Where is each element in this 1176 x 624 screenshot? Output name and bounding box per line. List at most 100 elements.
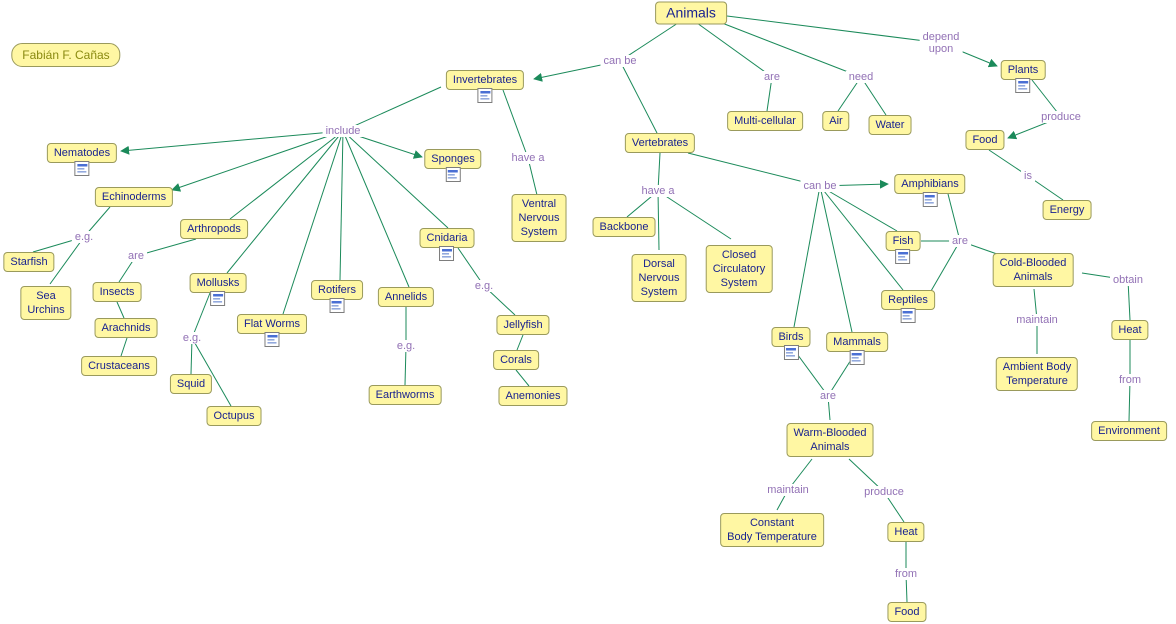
link-label-can-be-0[interactable]: can be bbox=[600, 55, 640, 67]
concept-node-anemonies[interactable]: Anemonies bbox=[498, 386, 568, 406]
concept-node-animals[interactable]: Animals bbox=[655, 1, 727, 25]
concept-node-multi-cellular[interactable]: Multi-cellular bbox=[727, 111, 803, 131]
concept-node-mollusks[interactable]: Mollusks bbox=[189, 273, 247, 306]
connection-line bbox=[515, 369, 530, 387]
resource-link-icon[interactable] bbox=[74, 161, 90, 176]
concept-node-earthworms[interactable]: Earthworms bbox=[368, 385, 442, 405]
concept-node-cnidaria[interactable]: Cnidaria bbox=[419, 228, 475, 261]
concept-node-flat-worms[interactable]: Flat Worms bbox=[236, 314, 308, 347]
node-label: Flat Worms bbox=[243, 318, 301, 330]
node-label: Echinoderms bbox=[101, 191, 167, 203]
concept-node-backbone[interactable]: Backbone bbox=[592, 217, 656, 237]
node-label: Energy bbox=[1049, 204, 1085, 216]
link-label-have-a-7[interactable]: have a bbox=[508, 152, 548, 164]
concept-node-food-bottom[interactable]: Food bbox=[887, 602, 927, 622]
concept-node-echinoderms[interactable]: Echinoderms bbox=[94, 187, 174, 207]
link-label-include-6[interactable]: include bbox=[322, 125, 364, 137]
node-label: Reptiles bbox=[888, 294, 928, 306]
link-label-from-22[interactable]: from bbox=[892, 568, 920, 580]
link-label-is-5[interactable]: is bbox=[1021, 170, 1035, 182]
concept-node-environment[interactable]: Environment bbox=[1091, 421, 1167, 441]
concept-node-constant-body-temperature[interactable]: Constant Body Temperature bbox=[720, 513, 824, 547]
link-label-are-15[interactable]: are bbox=[949, 235, 971, 247]
link-label-have-a-13[interactable]: have a bbox=[638, 185, 678, 197]
concept-node-crustaceans[interactable]: Crustaceans bbox=[81, 356, 157, 376]
concept-node-air[interactable]: Air bbox=[822, 111, 850, 131]
link-label-obtain-16[interactable]: obtain bbox=[1110, 274, 1146, 286]
resource-link-icon[interactable] bbox=[329, 298, 345, 313]
node-label: Fish bbox=[892, 235, 914, 247]
concept-node-closed-circulatory-system[interactable]: Closed Circulatory System bbox=[705, 245, 773, 293]
resource-link-icon[interactable] bbox=[900, 308, 916, 323]
concept-node-jellyfish[interactable]: Jellyfish bbox=[496, 315, 550, 335]
link-label-can-be-14[interactable]: can be bbox=[800, 180, 840, 192]
link-label-need-2[interactable]: need bbox=[845, 71, 877, 83]
resource-link-icon[interactable] bbox=[783, 345, 799, 360]
concept-node-arachnids[interactable]: Arachnids bbox=[94, 318, 158, 338]
resource-link-icon[interactable] bbox=[264, 332, 280, 347]
node-label: Starfish bbox=[10, 256, 48, 268]
concept-node-ventral-nervous-system[interactable]: Ventral Nervous System bbox=[511, 194, 567, 242]
author-box[interactable]: Fabián F. Cañas bbox=[11, 43, 121, 67]
link-label-depend-upon-3[interactable]: depend upon bbox=[919, 31, 963, 55]
concept-node-mammals[interactable]: Mammals bbox=[826, 332, 888, 365]
concept-node-amphibians[interactable]: Amphibians bbox=[894, 174, 966, 207]
link-label-e-g-11[interactable]: e.g. bbox=[393, 340, 419, 352]
node-label: Birds bbox=[778, 331, 804, 343]
concept-node-warm-blooded-animals[interactable]: Warm-Blooded Animals bbox=[786, 423, 874, 457]
concept-node-arthropods[interactable]: Arthropods bbox=[180, 219, 248, 239]
resource-glyph bbox=[442, 249, 452, 258]
resource-link-icon[interactable] bbox=[849, 350, 865, 365]
connection-line bbox=[342, 130, 410, 288]
concept-node-dorsal-nervous-system[interactable]: Dorsal Nervous System bbox=[631, 254, 687, 302]
concept-node-sponges[interactable]: Sponges bbox=[424, 149, 482, 182]
node-label: Water bbox=[875, 119, 905, 131]
node-label: Warm-Blooded Animals bbox=[793, 427, 867, 453]
concept-node-ambient-body-temperature[interactable]: Ambient Body Temperature bbox=[995, 357, 1079, 391]
node-label: Multi-cellular bbox=[734, 115, 796, 127]
resource-link-icon[interactable] bbox=[445, 167, 461, 182]
concept-node-fish[interactable]: Fish bbox=[885, 231, 921, 264]
concept-node-vertebrates[interactable]: Vertebrates bbox=[624, 133, 696, 153]
concept-node-rotifers[interactable]: Rotifers bbox=[311, 280, 363, 313]
concept-node-annelids[interactable]: Annelids bbox=[377, 287, 435, 307]
concept-node-nematodes[interactable]: Nematodes bbox=[46, 143, 118, 176]
concept-node-squid[interactable]: Squid bbox=[169, 374, 213, 394]
concept-node-cold-blooded-animals[interactable]: Cold-Blooded Animals bbox=[992, 253, 1074, 287]
node-label: Arachnids bbox=[101, 322, 151, 334]
link-label-are-1[interactable]: are bbox=[761, 71, 783, 83]
concept-node-starfish[interactable]: Starfish bbox=[3, 252, 55, 272]
link-label-e-g-12[interactable]: e.g. bbox=[471, 280, 497, 292]
resource-link-icon[interactable] bbox=[1015, 78, 1031, 93]
resource-link-icon[interactable] bbox=[439, 246, 455, 261]
connection-line bbox=[657, 152, 661, 192]
concept-node-reptiles[interactable]: Reptiles bbox=[881, 290, 935, 323]
link-label-maintain-20[interactable]: maintain bbox=[764, 484, 812, 496]
concept-node-octupus[interactable]: Octupus bbox=[206, 406, 262, 426]
concept-node-corals[interactable]: Corals bbox=[493, 350, 539, 370]
concept-node-invertebrates[interactable]: Invertebrates bbox=[445, 70, 525, 103]
concept-node-sea-urchins[interactable]: Sea Urchins bbox=[20, 286, 72, 320]
link-label-produce-21[interactable]: produce bbox=[861, 486, 907, 498]
connection-line bbox=[116, 301, 125, 319]
concept-node-water[interactable]: Water bbox=[868, 115, 912, 135]
link-label-from-18[interactable]: from bbox=[1116, 374, 1144, 386]
link-label-produce-4[interactable]: produce bbox=[1038, 111, 1084, 123]
link-label-e-g-10[interactable]: e.g. bbox=[179, 332, 205, 344]
concept-node-plants[interactable]: Plants bbox=[1000, 60, 1046, 93]
resource-link-icon[interactable] bbox=[210, 291, 226, 306]
concept-node-energy[interactable]: Energy bbox=[1042, 200, 1092, 220]
concept-node-heat-right[interactable]: Heat bbox=[1111, 320, 1149, 340]
resource-link-icon[interactable] bbox=[895, 249, 911, 264]
link-label-maintain-17[interactable]: maintain bbox=[1013, 314, 1061, 326]
resource-link-icon[interactable] bbox=[922, 192, 938, 207]
link-label-e-g-8[interactable]: e.g. bbox=[71, 231, 97, 243]
link-label-are-9[interactable]: are bbox=[125, 250, 147, 262]
concept-node-insects[interactable]: Insects bbox=[92, 282, 142, 302]
link-label-are-19[interactable]: are bbox=[817, 390, 839, 402]
concept-node-food-top[interactable]: Food bbox=[965, 130, 1005, 150]
resource-link-icon[interactable] bbox=[477, 88, 493, 103]
concept-node-heat-bottom[interactable]: Heat bbox=[887, 522, 925, 542]
node-label: Annelids bbox=[384, 291, 428, 303]
concept-node-birds[interactable]: Birds bbox=[771, 327, 811, 360]
